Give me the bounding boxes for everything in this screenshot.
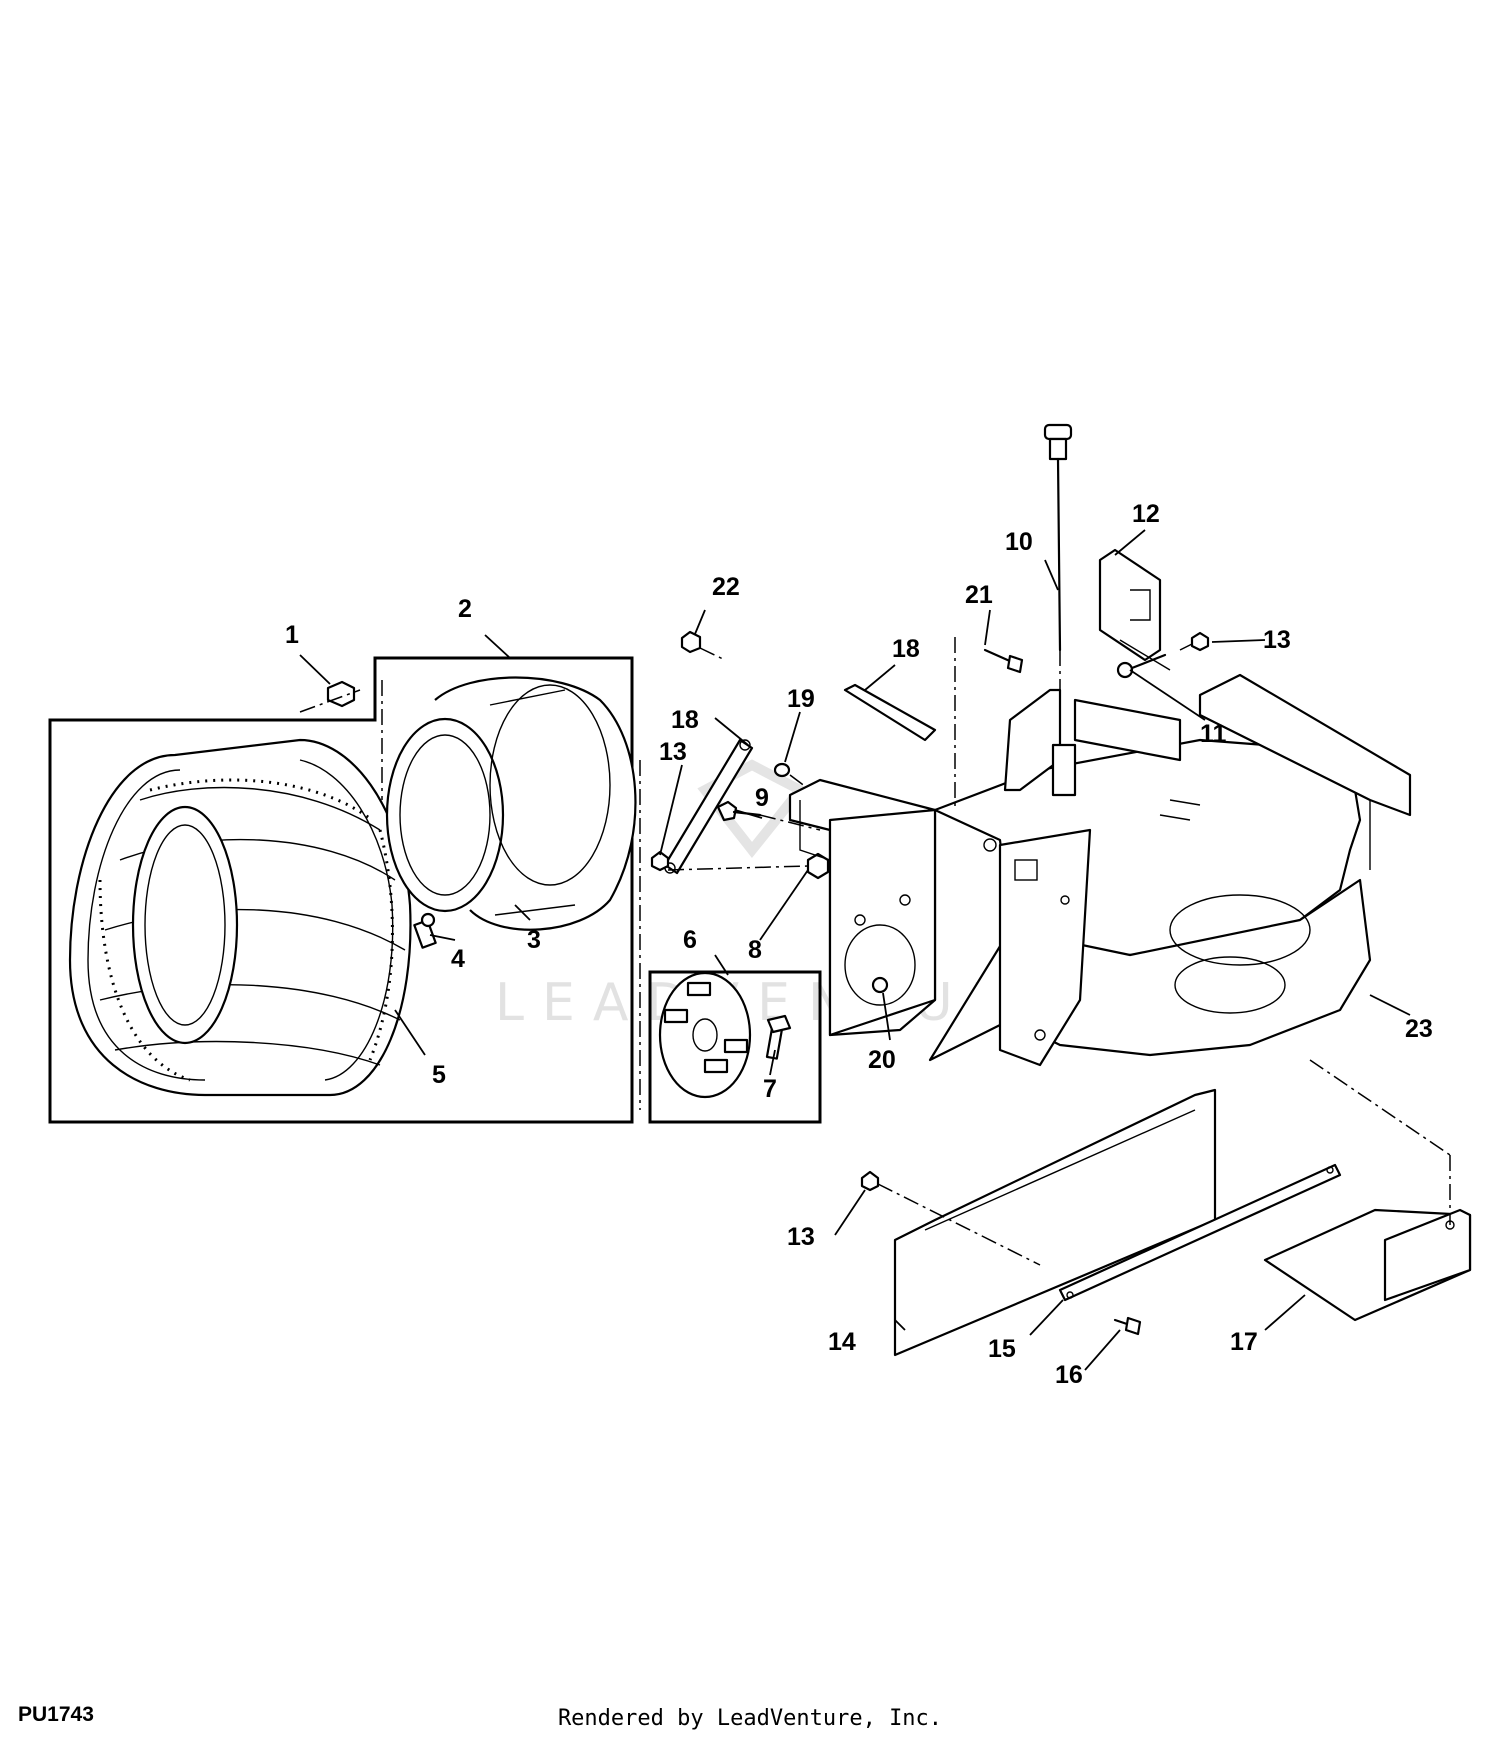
bolt-part-20: [871, 976, 889, 994]
callout-12: 12: [1132, 500, 1160, 528]
rim-part-3: [385, 676, 637, 931]
callout-1: 1: [285, 621, 299, 649]
nut-part-22: [680, 630, 726, 661]
callout-21: 21: [965, 581, 993, 609]
callout-20: 20: [868, 1046, 896, 1074]
callout-8: 8: [748, 936, 762, 964]
bolt-part-11: [1116, 653, 1167, 679]
valve-stem-part-4: [413, 912, 437, 949]
callout-19: 19: [787, 685, 815, 713]
nut-part-1: [299, 680, 383, 800]
callout-13-middle: 13: [659, 738, 687, 766]
callout-16: 16: [1055, 1361, 1083, 1389]
hub-part-6: [639, 760, 752, 1110]
bar-part-18-right: [843, 683, 937, 742]
callout-15: 15: [988, 1335, 1016, 1363]
nut-part-13-lower: [860, 1170, 1041, 1266]
callout-17: 17: [1230, 1328, 1258, 1356]
main-frame: [928, 673, 1412, 1067]
callout-14: 14: [828, 1328, 856, 1356]
strip-part-15: [1058, 1163, 1342, 1302]
panel-part-14: [893, 1088, 1217, 1357]
bolt-part-7: [765, 1014, 792, 1060]
wheel-assembly-frame: [48, 656, 634, 1124]
callout-10: 10: [1005, 528, 1033, 556]
hub-inset-frame: [648, 970, 822, 1124]
callout-4: 4: [451, 945, 465, 973]
bolt-part-21: [954, 637, 1024, 810]
callout-18-left: 18: [671, 706, 699, 734]
callout-6: 6: [683, 926, 697, 954]
washer-part-19: [773, 762, 811, 791]
diagram-id-label: PU1743: [18, 1703, 94, 1726]
callout-3: 3: [527, 926, 541, 954]
bracket-part-17: [1263, 1059, 1472, 1322]
callout-7: 7: [763, 1075, 777, 1103]
callout-2: 2: [458, 595, 472, 623]
callout-23: 23: [1405, 1015, 1433, 1043]
tire-part-5: [68, 738, 412, 1097]
callout-11: 11: [1200, 720, 1227, 748]
render-credit-footer: Rendered by LeadVenture, Inc.: [557, 1706, 943, 1731]
callout-18-right: 18: [892, 635, 920, 663]
bolt-part-16: [1113, 1316, 1142, 1336]
callout-5: 5: [432, 1061, 446, 1089]
dipstick-part-10: [1043, 423, 1073, 720]
callout-labels: 1 2 3 4 5 6 7 8 9 10 11 12 13 13 13 14 1…: [285, 500, 1433, 1389]
callout-13-upper: 13: [1263, 626, 1291, 654]
bolt-part-9: [716, 800, 821, 831]
axle-bracket: [788, 778, 937, 1037]
leader-lines: [299, 529, 1411, 1371]
callout-13-lower: 13: [787, 1223, 815, 1251]
plate-part-12: [1098, 548, 1171, 671]
callout-22: 22: [712, 573, 740, 601]
nut-part-13-upper: [1179, 631, 1210, 652]
callout-9: 9: [755, 784, 769, 812]
nut-part-8: [667, 852, 830, 880]
